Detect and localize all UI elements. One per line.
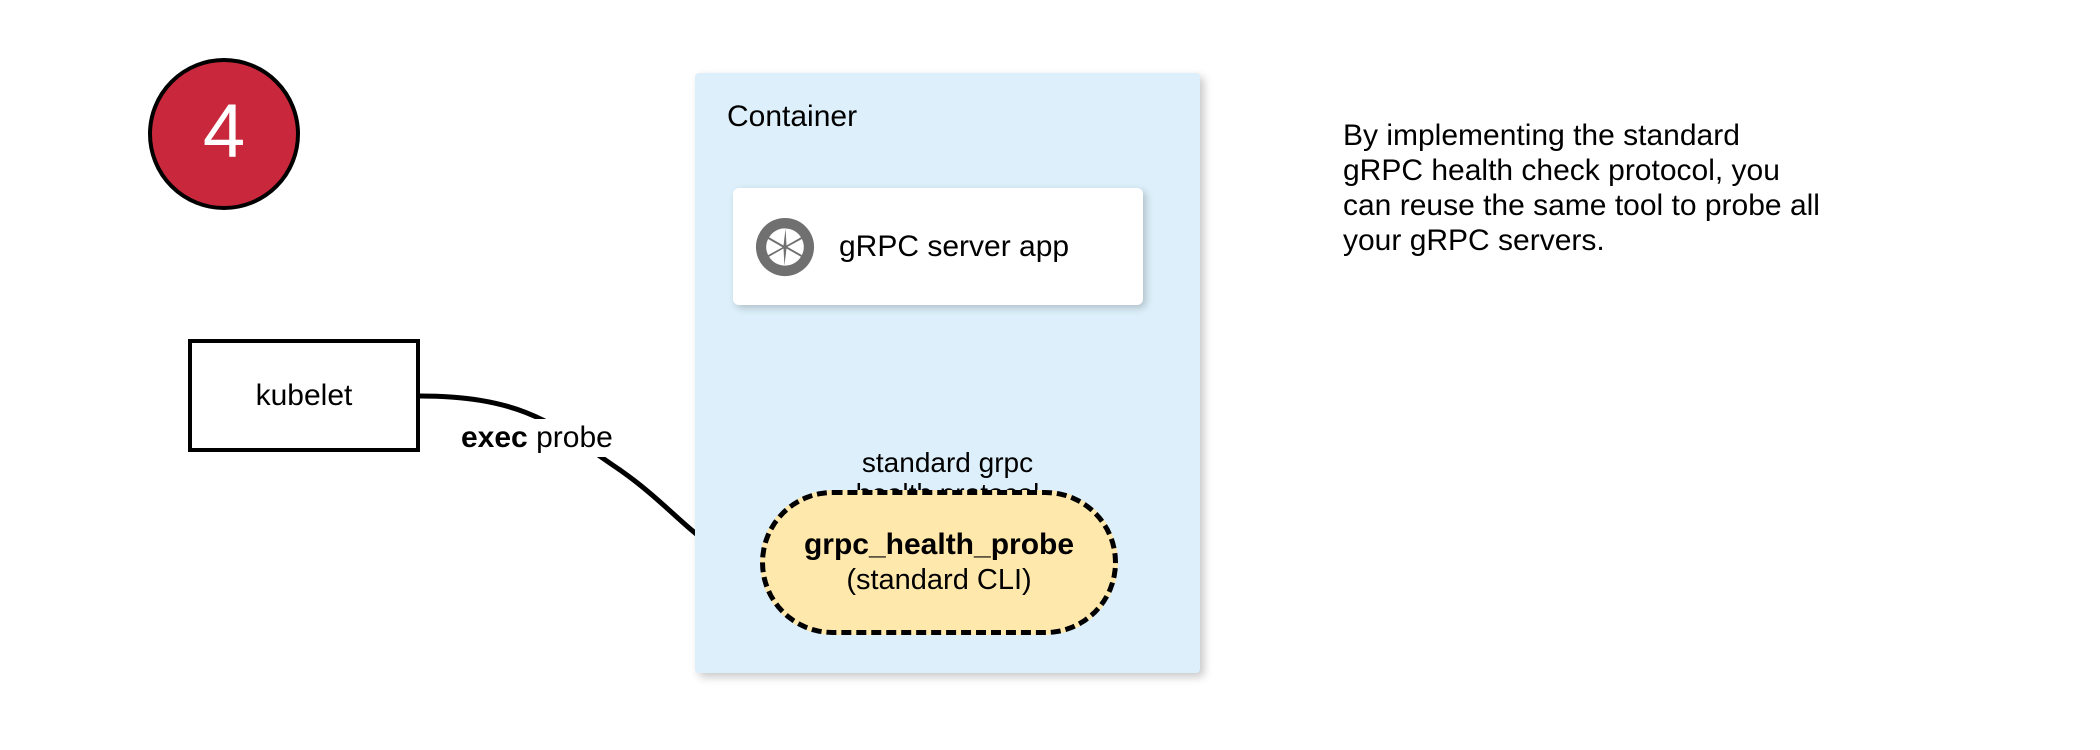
caption-line-2: gRPC health check protocol, you [1343, 154, 1780, 187]
caption-line-4: your gRPC servers. [1343, 224, 1605, 257]
grpc-server-app-label: gRPC server app [839, 229, 1070, 263]
grpc-health-probe-name: grpc_health_probe [803, 528, 1075, 561]
step-number-value: 4 [202, 89, 246, 174]
caption-text: By implementing the standard gRPC health… [1343, 118, 1963, 258]
protocol-label-line-1: standard grpc [861, 447, 1034, 478]
grpc-aperture-icon [755, 217, 815, 276]
exec-probe-keyword: exec [461, 421, 528, 454]
caption-line-1: By implementing the standard [1343, 119, 1740, 152]
step-number-badge: 4 [148, 58, 300, 210]
grpc-health-probe-node: grpc_health_probe (standard CLI) [760, 490, 1118, 635]
grpc-health-probe-subtitle: (standard CLI) [846, 564, 1032, 596]
caption-line-3: can reuse the same tool to probe all [1343, 189, 1820, 222]
kubelet-label: kubelet [255, 378, 353, 412]
exec-probe-edge-label: exec probe [455, 419, 619, 457]
kubelet-node: kubelet [188, 339, 420, 452]
grpc-server-app-node: gRPC server app [733, 188, 1143, 305]
exec-probe-suffix: probe [527, 421, 613, 454]
container-title: Container [727, 100, 858, 133]
container-group: Container gRPC server app standard grpc … [695, 73, 1200, 673]
